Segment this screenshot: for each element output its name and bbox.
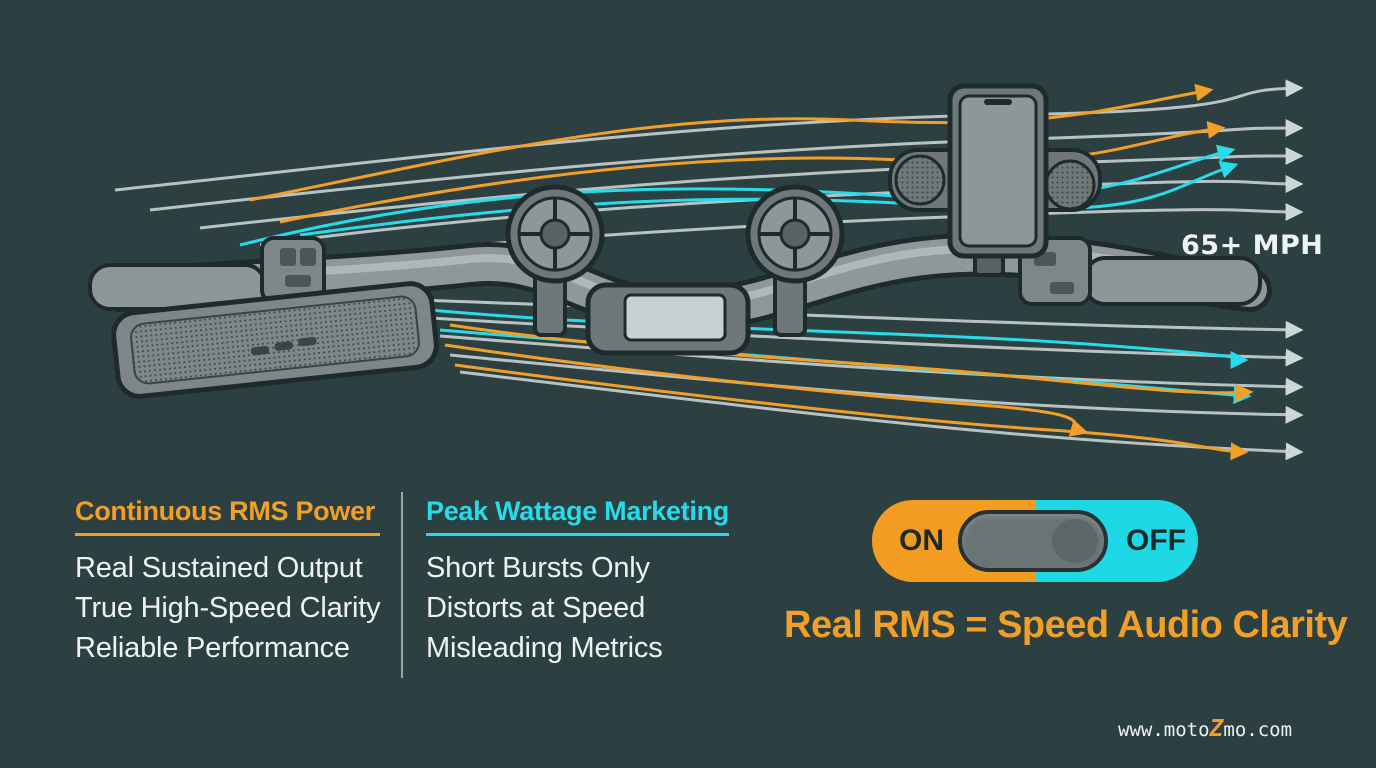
list-item: Misleading Metrics — [426, 632, 663, 664]
toggle-off-label: OFF — [1126, 524, 1186, 557]
on-off-toggle[interactable]: ON OFF — [872, 500, 1198, 582]
website-url[interactable]: www.motoZmo.com — [1118, 716, 1292, 742]
left-grip — [88, 236, 326, 311]
speaker-right — [745, 184, 845, 337]
phone-mount — [947, 83, 1049, 277]
toggle-knob[interactable] — [958, 510, 1108, 572]
peak-wattage-list: Short Bursts Only Distorts at Speed Misl… — [426, 548, 729, 668]
list-item: Real Sustained Output — [75, 552, 363, 584]
rms-power-list: Real Sustained Output True High-Speed Cl… — [75, 548, 381, 668]
list-item: Distorts at Speed — [426, 592, 646, 624]
peak-wattage-column: Peak Wattage Marketing Short Bursts Only… — [426, 496, 729, 668]
list-item: Short Bursts Only — [426, 552, 650, 584]
rms-power-column: Continuous RMS Power Real Sustained Outp… — [75, 496, 381, 668]
speed-label: 65+ MPH — [1181, 230, 1324, 261]
list-item: Reliable Performance — [75, 632, 350, 664]
soundbar — [111, 281, 439, 399]
toggle-on-label: ON — [899, 524, 944, 557]
url-suffix: mo.com — [1223, 719, 1293, 741]
url-prefix: www.moto — [1118, 719, 1210, 741]
rms-power-heading: Continuous RMS Power — [75, 496, 381, 536]
column-divider — [401, 492, 403, 678]
speaker-left — [505, 184, 605, 337]
list-item: True High-Speed Clarity — [75, 592, 381, 624]
knob-dot — [1052, 519, 1098, 563]
peak-wattage-heading: Peak Wattage Marketing — [426, 496, 729, 536]
handlebar-airflow-illustration — [88, 79, 1304, 461]
airflow-lines-top — [114, 79, 1304, 262]
right-grip — [1018, 236, 1262, 306]
url-logo-letter: Z — [1209, 716, 1224, 742]
center-display — [585, 282, 751, 356]
tagline: Real RMS = Speed Audio Clarity — [784, 604, 1348, 646]
